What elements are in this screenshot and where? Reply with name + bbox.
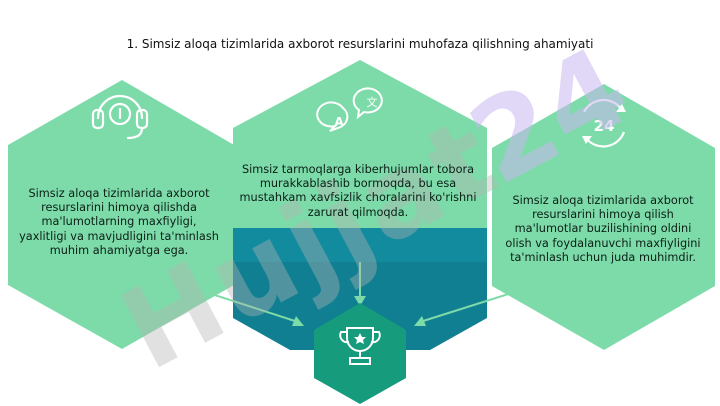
card-left-text: Simsiz aloqa tizimlarida axborot resursl… (19, 187, 219, 257)
page-title: 1. Simsiz aloqa tizimlarida axborot resu… (126, 37, 594, 51)
card-right-text: Simsiz aloqa tizimlarida axborot resursl… (505, 194, 701, 264)
card-center-text: Simsiz tarmoqlarga kiberhujumlar tobora … (239, 163, 477, 219)
hexagon-left (8, 80, 234, 349)
arrow-right (419, 264, 601, 323)
arrow-heads (292, 296, 426, 326)
trophy-icon (339, 327, 381, 365)
svg-text:24: 24 (594, 117, 615, 135)
arrow-left (121, 264, 299, 323)
24-hours-icon: 24 (582, 98, 626, 148)
svg-text:文: 文 (367, 95, 378, 109)
svg-text:A: A (334, 115, 344, 129)
translate-icon: 文 A (316, 87, 383, 132)
hexagon-right (492, 84, 715, 350)
connector-arrows (121, 262, 601, 323)
headset-icon (91, 94, 149, 140)
